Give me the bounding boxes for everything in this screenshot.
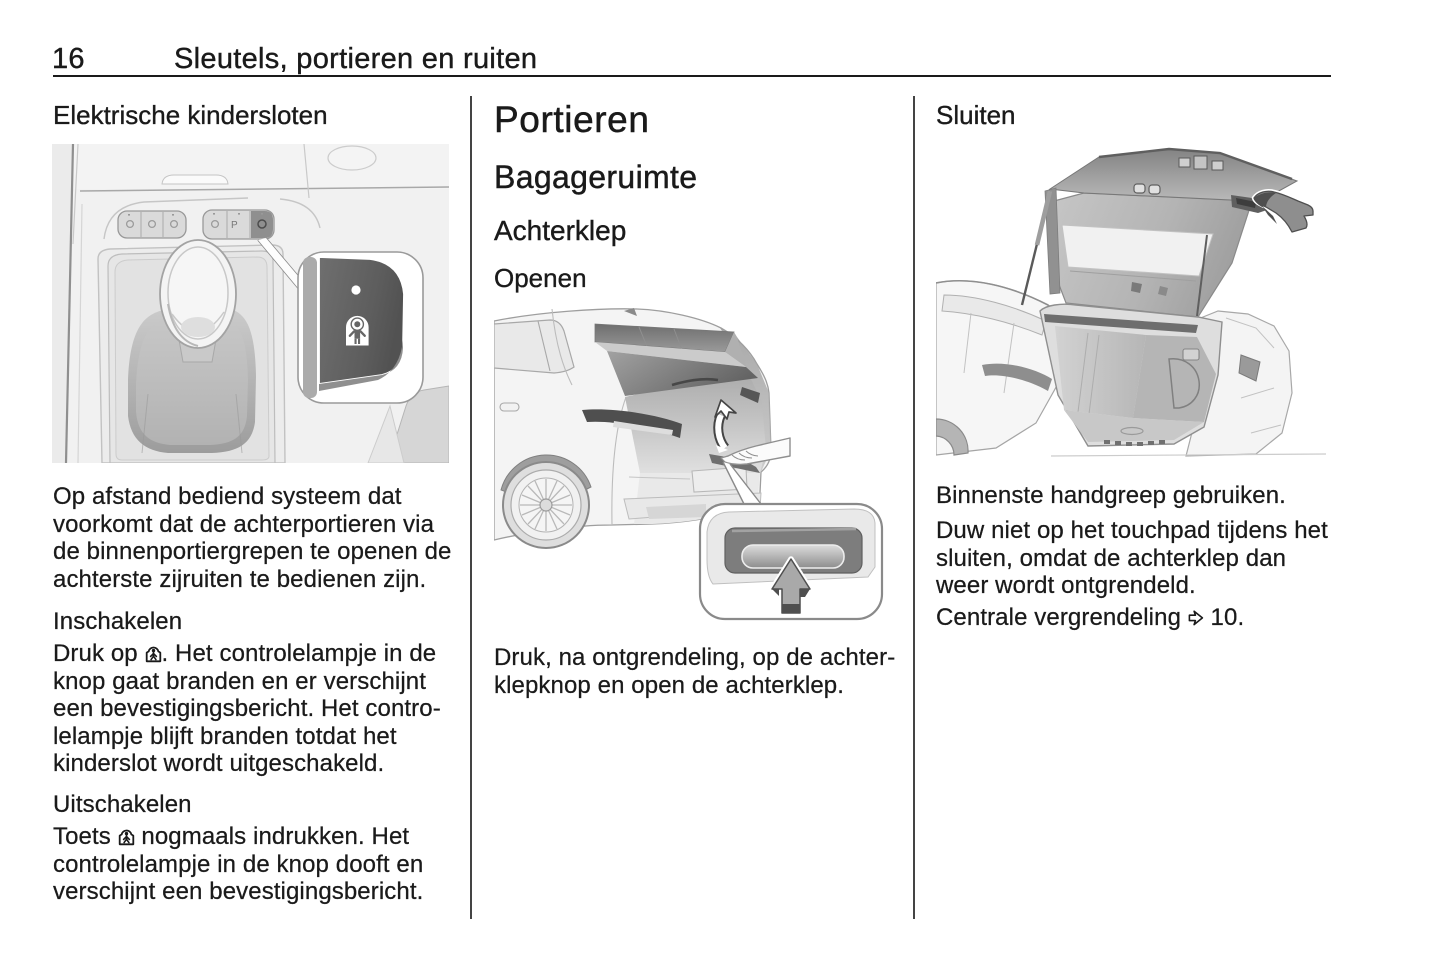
svg-text:P: P [231, 220, 238, 231]
